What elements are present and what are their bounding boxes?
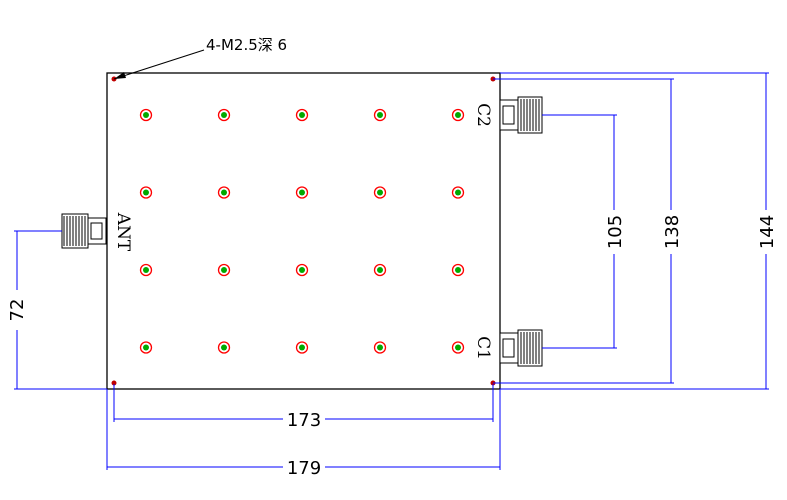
callout-text: 4-M2.5深 6 xyxy=(206,36,287,54)
tuning-screw xyxy=(139,341,153,354)
tuning-screw-ring xyxy=(139,263,153,277)
housing-body xyxy=(106,72,501,390)
ant-connector-pin xyxy=(90,222,103,240)
tuning-screw-center xyxy=(143,344,149,351)
tuning-screw-center xyxy=(299,267,305,273)
callout-arrow xyxy=(114,72,126,79)
tuning-screw-center xyxy=(221,344,227,351)
tuning-screw-center xyxy=(299,112,305,118)
tuning-screw-ring xyxy=(139,186,153,199)
tuning-screw-ring xyxy=(451,263,465,277)
tuning-screw xyxy=(295,186,309,199)
tuning-screw-center xyxy=(299,189,305,196)
c1-connector xyxy=(499,329,543,367)
tuning-screw xyxy=(139,263,153,277)
dim-ant-height xyxy=(14,230,107,390)
tuning-screw xyxy=(373,341,387,354)
tuning-screw xyxy=(139,186,153,199)
tuning-screw-center xyxy=(299,344,305,351)
dim-outer-width-label: 179 xyxy=(287,458,321,479)
mounting-hole xyxy=(111,380,117,386)
dim-inner-width xyxy=(113,384,494,422)
tuning-screw-ring xyxy=(451,186,465,199)
tuning-screw-center xyxy=(377,112,383,118)
tuning-screw-ring xyxy=(217,186,231,199)
tuning-screw-ring xyxy=(451,341,465,354)
tuning-screw xyxy=(139,108,153,122)
tuning-screw-grid xyxy=(139,108,465,354)
tuning-screw-center xyxy=(377,189,383,196)
tuning-screw xyxy=(295,263,309,277)
dim-ant-height-label: 72 xyxy=(7,299,28,322)
tuning-screw-ring xyxy=(295,108,309,122)
ant-connector-thread xyxy=(63,216,86,246)
tuning-screw xyxy=(217,186,231,199)
c2-connector-pin xyxy=(502,105,515,125)
tuning-screw xyxy=(451,263,465,277)
dim-c-spacing xyxy=(542,114,617,349)
tuning-screw xyxy=(295,341,309,354)
tuning-screw-ring xyxy=(139,108,153,122)
tuning-screw-ring xyxy=(295,341,309,354)
tuning-screw-ring xyxy=(217,341,231,354)
tuning-screw-center xyxy=(377,344,383,351)
ant-connector-body xyxy=(61,213,89,249)
tuning-screw xyxy=(217,108,231,122)
tuning-screw-center xyxy=(455,189,461,196)
tuning-screw-center xyxy=(143,112,149,118)
tuning-screw xyxy=(451,341,465,354)
c2-label: C2 xyxy=(473,103,493,127)
tuning-screw-ring xyxy=(295,186,309,199)
tuning-screw-center xyxy=(455,267,461,273)
tuning-screw-center xyxy=(455,112,461,118)
tuning-screw-center xyxy=(221,112,227,118)
tuning-screw-center xyxy=(221,189,227,196)
dim-outer-height xyxy=(500,72,769,390)
tuning-screw-ring xyxy=(373,341,387,354)
tuning-screw xyxy=(295,108,309,122)
tuning-screw-ring xyxy=(373,108,387,122)
tuning-screw xyxy=(451,108,465,122)
tuning-screw-center xyxy=(455,344,461,351)
tuning-screw-ring xyxy=(295,263,309,277)
dim-outer-width xyxy=(106,389,501,470)
tuning-screw xyxy=(217,263,231,277)
tuning-screw-center xyxy=(377,267,383,273)
tuning-screw-ring xyxy=(217,108,231,122)
c1-label: C1 xyxy=(473,336,493,360)
tuning-screw-center xyxy=(143,189,149,196)
tuning-screw-ring xyxy=(139,341,153,354)
tuning-screw-ring xyxy=(451,108,465,122)
c2-connector-thread xyxy=(520,99,540,131)
callout-leader xyxy=(113,49,205,80)
dim-inner-width-label: 173 xyxy=(287,410,321,431)
tuning-screw-ring xyxy=(217,263,231,277)
tuning-screw xyxy=(451,186,465,199)
tuning-screw xyxy=(373,186,387,199)
dim-hole-height-label: 138 xyxy=(662,215,683,249)
tuning-screw-center xyxy=(221,267,227,273)
c1-connector-thread xyxy=(520,332,540,364)
dim-hole-height xyxy=(493,78,674,384)
dim-outer-height-label: 144 xyxy=(757,215,778,249)
ant-connector xyxy=(61,213,107,249)
tuning-screw xyxy=(373,108,387,122)
dim-c-spacing-label: 105 xyxy=(605,215,626,249)
tuning-screw-ring xyxy=(373,186,387,199)
ant-label: ANT xyxy=(113,212,133,252)
c1-connector-pin xyxy=(502,338,515,358)
tuning-screw-ring xyxy=(373,263,387,277)
c2-connector xyxy=(499,96,543,134)
tuning-screw xyxy=(373,263,387,277)
tuning-screw xyxy=(217,341,231,354)
tuning-screw-center xyxy=(143,267,149,273)
